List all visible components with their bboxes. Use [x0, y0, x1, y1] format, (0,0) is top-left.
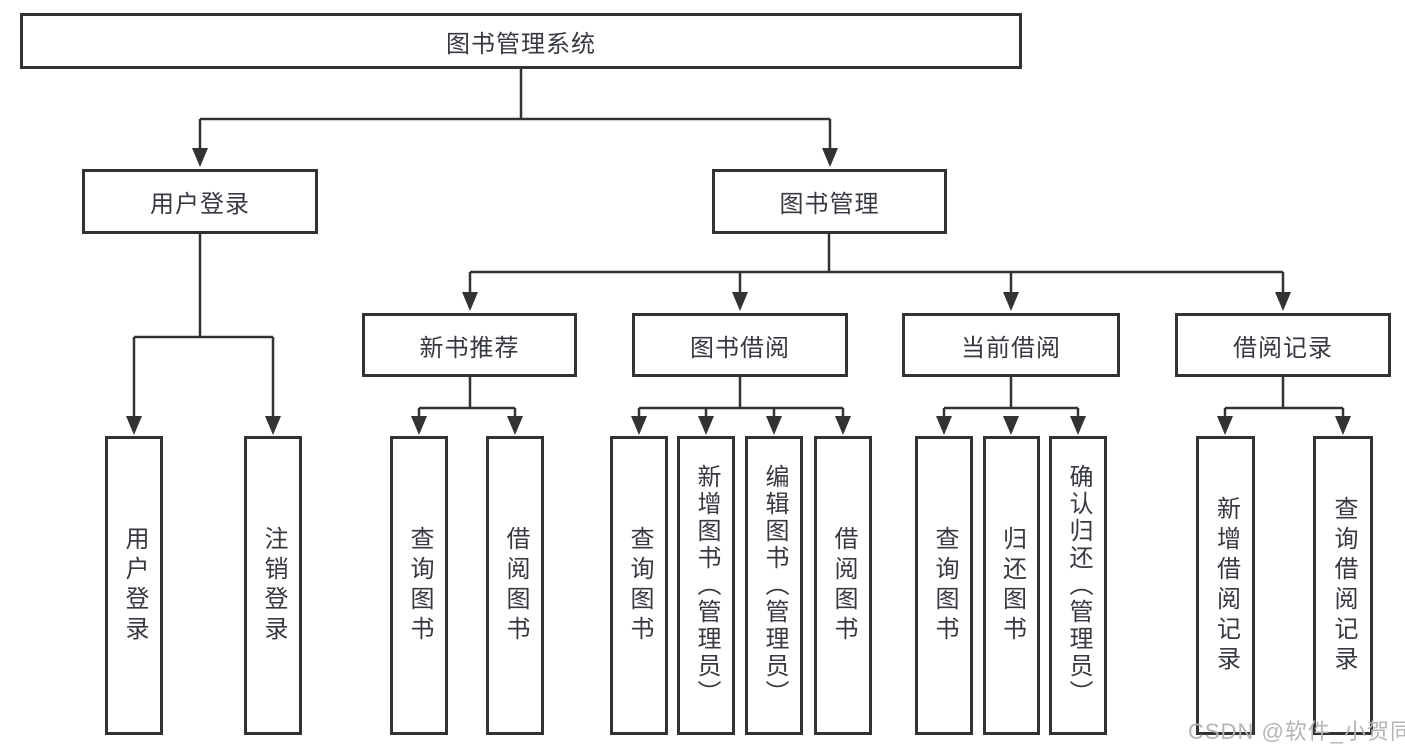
leaf-query-books-recommend: 查询图书	[390, 436, 448, 735]
node-label: 图书管理系统	[446, 30, 596, 58]
leaf-logout: 注销登录	[244, 436, 302, 735]
node-library-management-system: 图书管理系统	[20, 13, 1022, 69]
leaf-query-borrow-record: 查询借阅记录	[1313, 436, 1373, 735]
leaf-return-books: 归还图书	[983, 436, 1040, 735]
node-book-borrow: 图书借阅	[632, 313, 848, 377]
leaf-user-login: 用户登录	[105, 436, 163, 735]
leaf-label: 用户登录	[121, 525, 148, 646]
node-label: 用户登录	[150, 191, 250, 218]
leaf-add-borrow-record: 新增借阅记录	[1196, 436, 1255, 735]
leaf-label: 查询借阅记录	[1330, 495, 1357, 676]
leaf-label: 注销登录	[260, 525, 287, 646]
leaf-label: 借阅图书	[830, 525, 857, 646]
csdn-watermark: CSDN @软件_小贺同学	[1188, 719, 1405, 744]
leaf-borrow-books: 借阅图书	[814, 436, 872, 735]
node-new-book-recommend: 新书推荐	[362, 313, 577, 377]
node-label: 当前借阅	[961, 334, 1061, 362]
leaf-label: 归还图书	[998, 525, 1026, 646]
leaf-add-books-admin: 新增图书（管理员）	[677, 436, 735, 735]
node-borrow-records: 借阅记录	[1175, 313, 1391, 377]
leaf-label: 编辑图书（管理员）	[761, 464, 788, 707]
leaf-label: 查询图书	[406, 525, 433, 646]
leaf-query-books-current: 查询图书	[915, 436, 973, 735]
leaf-edit-books-admin: 编辑图书（管理员）	[745, 436, 803, 735]
node-book-management: 图书管理	[712, 169, 947, 234]
leaf-label: 新增图书（管理员）	[693, 464, 720, 707]
node-user-login: 用户登录	[82, 169, 318, 234]
leaf-label: 查询图书	[626, 525, 653, 646]
leaf-label: 借阅图书	[502, 525, 529, 646]
node-label: 新书推荐	[419, 334, 520, 362]
leaf-confirm-return-admin: 确认归还（管理员）	[1049, 436, 1107, 735]
node-label: 借阅记录	[1233, 334, 1333, 362]
node-current-borrow: 当前借阅	[902, 313, 1120, 377]
node-label: 图书管理	[779, 191, 880, 218]
leaf-label: 查询图书	[931, 525, 958, 646]
leaf-query-books-borrow: 查询图书	[610, 436, 668, 735]
leaf-label: 新增借阅记录	[1212, 495, 1240, 676]
leaf-borrow-books-recommend: 借阅图书	[486, 436, 544, 735]
node-label: 图书借阅	[690, 334, 790, 362]
leaf-label: 确认归还（管理员）	[1065, 464, 1092, 707]
